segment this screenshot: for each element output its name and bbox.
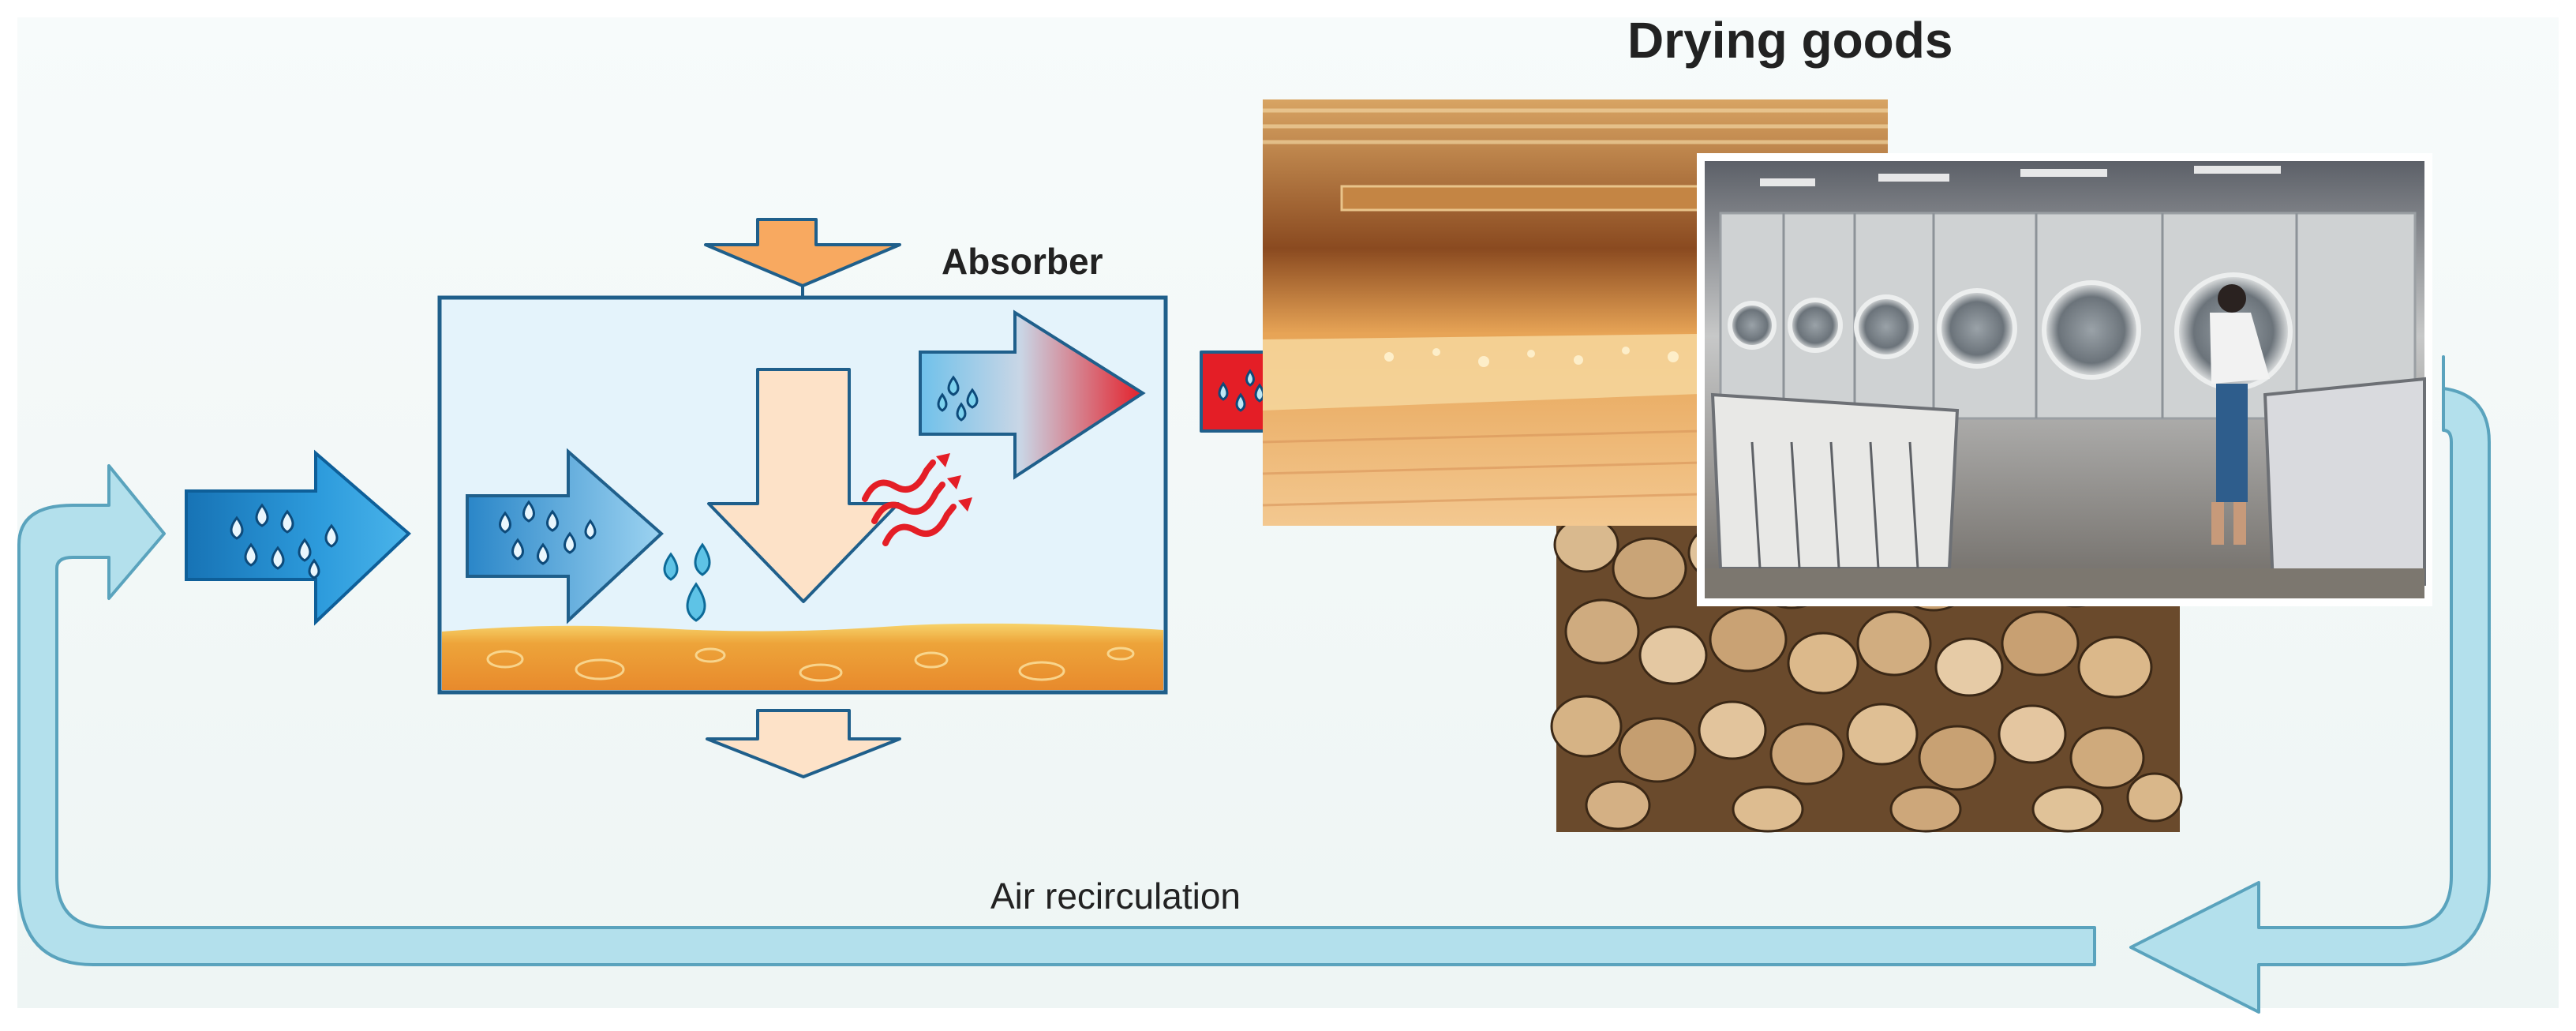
desiccant-liquid: [442, 623, 1163, 690]
humid-air-inlet-arrow: [185, 449, 411, 626]
laundry-dryers-photo: [1697, 153, 2432, 606]
water-drops-icon: [937, 375, 979, 422]
dry-air-outlet-arrow: [919, 309, 1146, 480]
heat-waves-icon: [862, 459, 957, 546]
air-recirculation-label: Air recirculation: [990, 875, 1241, 917]
drying-goods-title: Drying goods: [1627, 12, 1953, 69]
air-recirculation-loop: [17, 355, 2491, 1014]
humid-air-inside-arrow: [466, 448, 664, 624]
water-drops-icon: [230, 503, 339, 579]
water-drops-icon: [663, 542, 711, 622]
water-drops-icon: [499, 500, 597, 565]
absorber-label: Absorber: [942, 241, 1103, 282]
heat-flow-down-arrow: [707, 368, 900, 603]
heat-output-arrow: [706, 709, 901, 778]
absorber-unit: [437, 295, 1168, 695]
